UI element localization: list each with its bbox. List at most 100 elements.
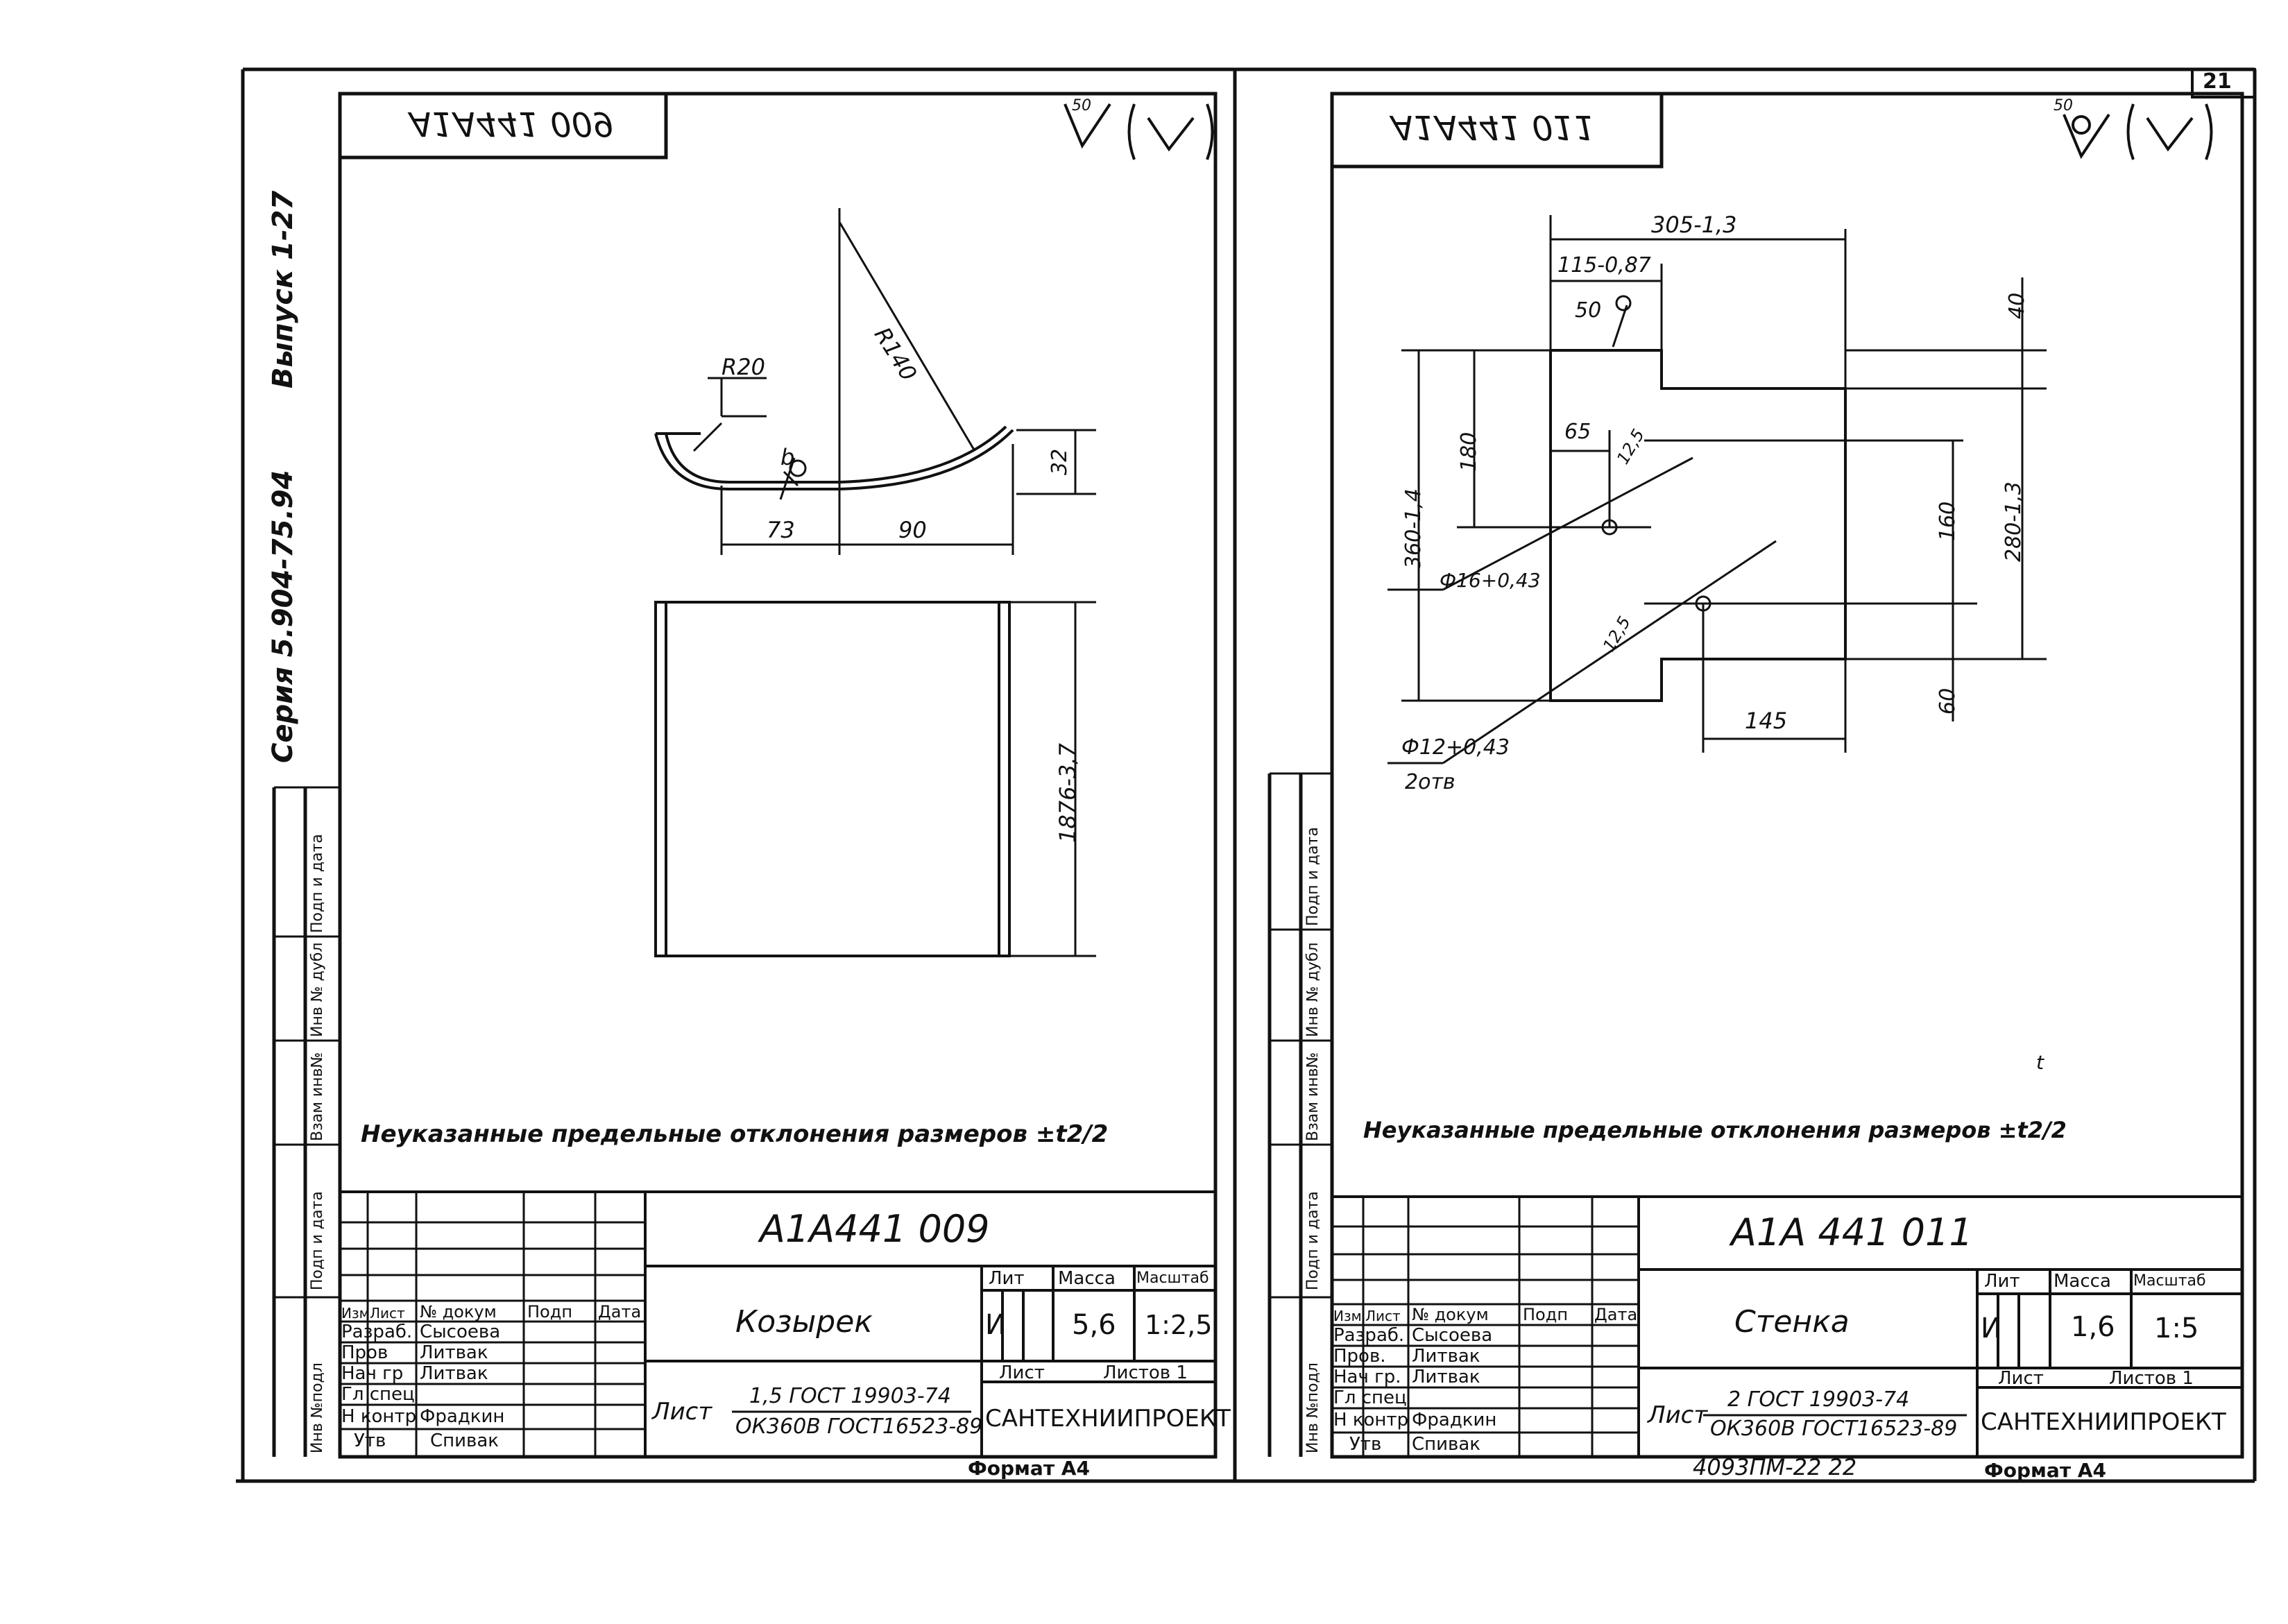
row-header-doc-left: № докум — [420, 1302, 497, 1322]
name-utv-left: Спивак — [430, 1430, 500, 1451]
dim-60: 60 — [1936, 687, 1960, 715]
role-prov-left: Пров — [341, 1342, 389, 1363]
strip-podp-data-left: Подп и дата — [309, 1191, 326, 1290]
material-bottom-left: ОК360В ГОСТ16523-89 — [735, 1414, 983, 1439]
role-glspec-left: Гл спец — [341, 1384, 415, 1405]
role-utv-left: Утв — [354, 1430, 386, 1451]
doc-number-right: А1А 441 011 — [1731, 1211, 1973, 1254]
sheet-label-right: Лист — [1998, 1368, 2044, 1389]
strip-inv-dubl-left: Инв № дубл — [309, 942, 326, 1037]
issue-label: Выпуск 1-27 — [267, 190, 299, 388]
row-header-sign-left: Подп — [527, 1302, 573, 1322]
material-top-left: 1,5 ГОСТ 19903-74 — [749, 1384, 951, 1408]
scale-header-right: Масштаб — [2133, 1272, 2206, 1290]
role-nachgr-right: Нач гр. — [1333, 1367, 1401, 1387]
role-nachgr-left: Нач гр — [341, 1363, 404, 1384]
row-header-doc-right: № докум — [1412, 1305, 1489, 1324]
doc-number-left: А1А441 009 — [760, 1207, 990, 1251]
stamp-mirrored-left: А1А441 009 — [409, 104, 614, 143]
name-nkontr-right: Фрадкин — [1412, 1410, 1497, 1430]
roughness-symbol-left: (√) — [1110, 104, 1111, 105]
org-left: САНТЕХНИИПРОЕКТ — [985, 1405, 1231, 1433]
format-right: Формат А4 — [1984, 1459, 2106, 1482]
role-utv-right: Утв — [1349, 1434, 1382, 1455]
holes-count: 2отв — [1405, 770, 1455, 794]
material-top-right: 2 ГОСТ 19903-74 — [1727, 1387, 1910, 1412]
role-razrab-left: Разраб. — [341, 1322, 413, 1342]
row-header-izm-right: Изм — [1333, 1308, 1362, 1324]
strip-vzam-inv-right: Взам инв№ — [1304, 1052, 1322, 1141]
mass-header-right: Масса — [2054, 1271, 2111, 1292]
page-number: 21 — [2203, 69, 2232, 94]
name-nkontr-left: Фрадкин — [420, 1406, 505, 1427]
material-prefix-left: Лист — [652, 1398, 712, 1426]
note-left: Неуказанные предельные отклонения размер… — [361, 1120, 1109, 1148]
dim-65: 65 — [1564, 420, 1591, 444]
dim-360: 360-1,4 — [1401, 488, 1426, 569]
org-right: САНТЕХНИИПРОЕКТ — [1981, 1408, 2226, 1436]
dim-160: 160 — [1936, 501, 1960, 541]
part-name-left: Козырек — [735, 1304, 873, 1340]
name-razrab-left: Сысоева — [420, 1322, 501, 1342]
stamp-mirrored-right: А1А441 011 — [1391, 108, 1596, 146]
scale-value-right: 1:5 — [2154, 1313, 2199, 1344]
bottom-code-right: 4093ПМ-22 22 — [1693, 1454, 1857, 1480]
kozyrek-sheet-view — [654, 601, 1011, 957]
material-bottom-right: ОК360В ГОСТ16523-89 — [1710, 1417, 1958, 1441]
lit-header-right: Лит — [1984, 1271, 2020, 1292]
role-razrab-right: Разраб. — [1333, 1325, 1405, 1346]
dim-145: 145 — [1745, 708, 1788, 734]
dim-180: 180 — [1457, 431, 1481, 472]
kozyrek-profile — [654, 425, 1014, 490]
name-prov-right: Литвак — [1412, 1346, 1480, 1367]
strip-inv-podl-left: Инв №подл — [309, 1362, 326, 1453]
scale-value-left: 1:2,5 — [1145, 1310, 1213, 1340]
scale-header-left: Масштаб — [1136, 1270, 1209, 1287]
stenka-dimension-lines — [1388, 215, 2047, 764]
row-header-list-left: Лист — [370, 1305, 405, 1322]
sheets-count-left: Листов 1 — [1103, 1362, 1188, 1383]
lit-value-left: И — [985, 1309, 1006, 1341]
note-right: Неуказанные предельные отклонения размер… — [1363, 1117, 2067, 1143]
series-label: Серия 5.904-75.94 — [267, 470, 299, 763]
roughness-50-right: 50 — [1575, 298, 1602, 323]
strip-vzam-inv-left: Взам инв№ — [309, 1052, 326, 1141]
name-utv-right: Спивак — [1412, 1434, 1481, 1455]
mass-value-right: 1,6 — [2071, 1311, 2115, 1343]
stray-t: t — [2036, 1051, 2044, 1074]
lit-value-right: И — [1981, 1313, 2001, 1344]
dim-phi16: Ф16+0,43 — [1440, 569, 1541, 592]
material-prefix-right: Лист — [1648, 1401, 1708, 1429]
role-nkontr-right: Н контр — [1333, 1410, 1409, 1430]
roughness-mark-right — [2063, 103, 2213, 160]
row-header-date-left: Дата — [598, 1302, 642, 1322]
dim-73: 73 — [767, 517, 795, 543]
row-header-sign-right: Подп — [1523, 1305, 1569, 1324]
dim-305: 305-1,3 — [1651, 212, 1737, 238]
dim-40: 40 — [2005, 292, 2029, 319]
roughness-mark-left — [1064, 103, 1214, 160]
roughness-value-left: 50 — [1072, 97, 1091, 114]
dim-90: 90 — [898, 517, 927, 543]
dim-32: 32 — [1048, 448, 1072, 475]
name-nachgr-right: Литвак — [1412, 1367, 1480, 1387]
weld-b: b — [780, 444, 795, 470]
mass-header-left: Масса — [1058, 1268, 1116, 1289]
part-name-right: Стенка — [1734, 1304, 1850, 1340]
stenka-outline — [1549, 349, 1847, 702]
name-razrab-right: Сысоева — [1412, 1325, 1493, 1346]
dim-phi12: Ф12+0,43 — [1401, 735, 1510, 760]
role-glspec-right: Гл спец — [1333, 1387, 1407, 1408]
name-nachgr-left: Литвак — [420, 1363, 488, 1384]
lit-header-left: Лит — [989, 1268, 1025, 1289]
dim-1876: 1876-3,7 — [1055, 743, 1081, 843]
role-prov-right: Пров. — [1333, 1346, 1386, 1367]
roughness-value-right: 50 — [2054, 97, 2073, 114]
strip-podp-data2-right: Подп и дата — [1304, 827, 1322, 926]
strip-inv-dubl-right: Инв № дубл — [1304, 942, 1322, 1037]
sheet-label-left: Лист — [999, 1362, 1045, 1383]
mass-value-left: 5,6 — [1072, 1309, 1116, 1341]
